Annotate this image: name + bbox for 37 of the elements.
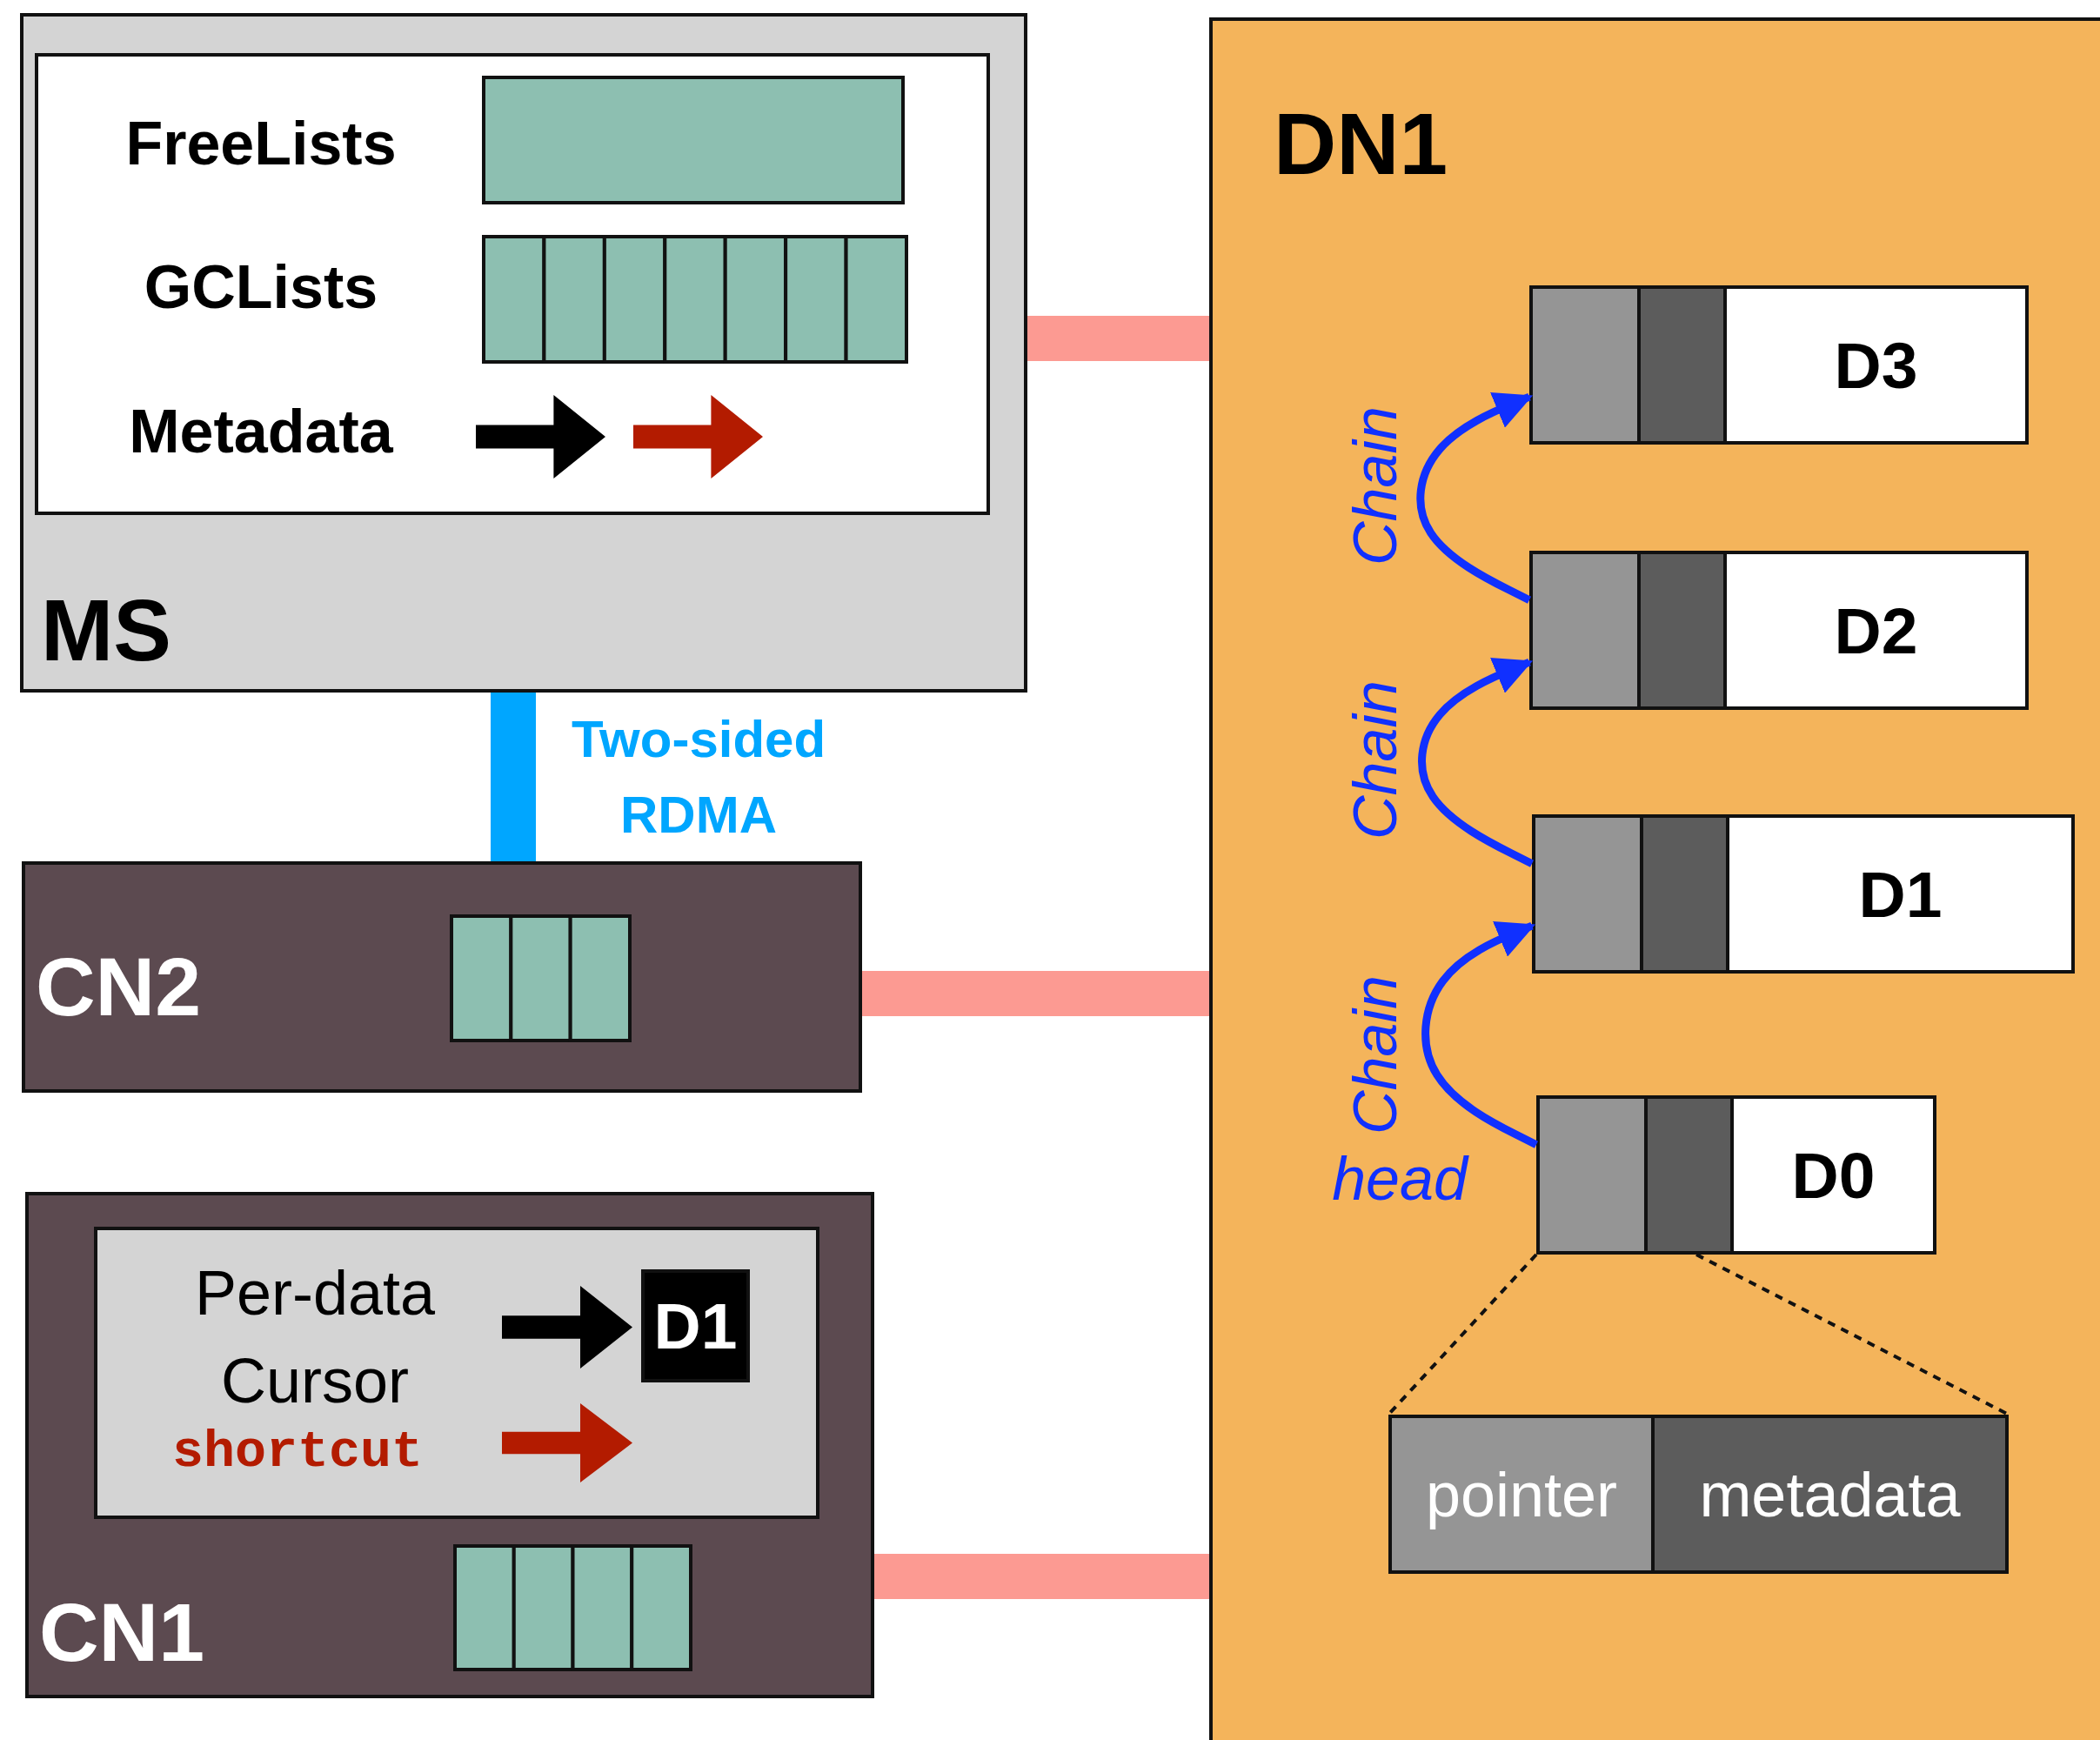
record-label: D2	[1834, 592, 1918, 668]
edge-label: Chain	[1341, 405, 1409, 567]
chain-head-label: head	[1331, 1145, 1470, 1213]
node-label: DN1	[1274, 96, 1448, 191]
block-label: D1	[653, 1288, 738, 1363]
client-box	[25, 1192, 874, 1698]
connector-line	[862, 971, 1209, 1016]
client-label: CN2	[36, 941, 202, 1033]
field-label: pointer	[1425, 1458, 1618, 1530]
record-label: D0	[1791, 1137, 1876, 1213]
field-label: metadata	[1699, 1458, 1961, 1530]
record-box	[1529, 551, 2029, 710]
cursor-label: Per-data Cursor	[193, 1257, 437, 1417]
edge-label: Chain	[1341, 679, 1409, 841]
connector-line	[1027, 316, 1209, 361]
connector-line	[491, 693, 536, 861]
shortcut-label: shortcut	[171, 1423, 424, 1481]
list-label: Metadata	[128, 398, 394, 465]
cursor-panel	[94, 1227, 819, 1519]
arrow	[1421, 921, 1538, 1148]
connector-line	[1695, 1253, 2010, 1416]
client-label: CN1	[39, 1587, 205, 1678]
arrow	[1418, 658, 1534, 867]
record-label: D1	[1858, 856, 1943, 932]
list-label: GCLists	[143, 253, 379, 321]
record-box	[1532, 814, 2075, 974]
record-box	[1536, 1095, 1936, 1255]
server-label: MS	[41, 582, 171, 678]
edge-label: Chain	[1341, 974, 1409, 1136]
arrow	[1416, 392, 1534, 604]
list-label: FreeLists	[124, 110, 398, 177]
edge-label: Two-sided RDMA	[570, 709, 827, 846]
record-label: D3	[1834, 327, 1918, 403]
node-panel	[1209, 17, 2100, 1740]
data-block	[641, 1269, 750, 1382]
record-box	[1529, 285, 2029, 445]
connector-line	[874, 1554, 1209, 1599]
